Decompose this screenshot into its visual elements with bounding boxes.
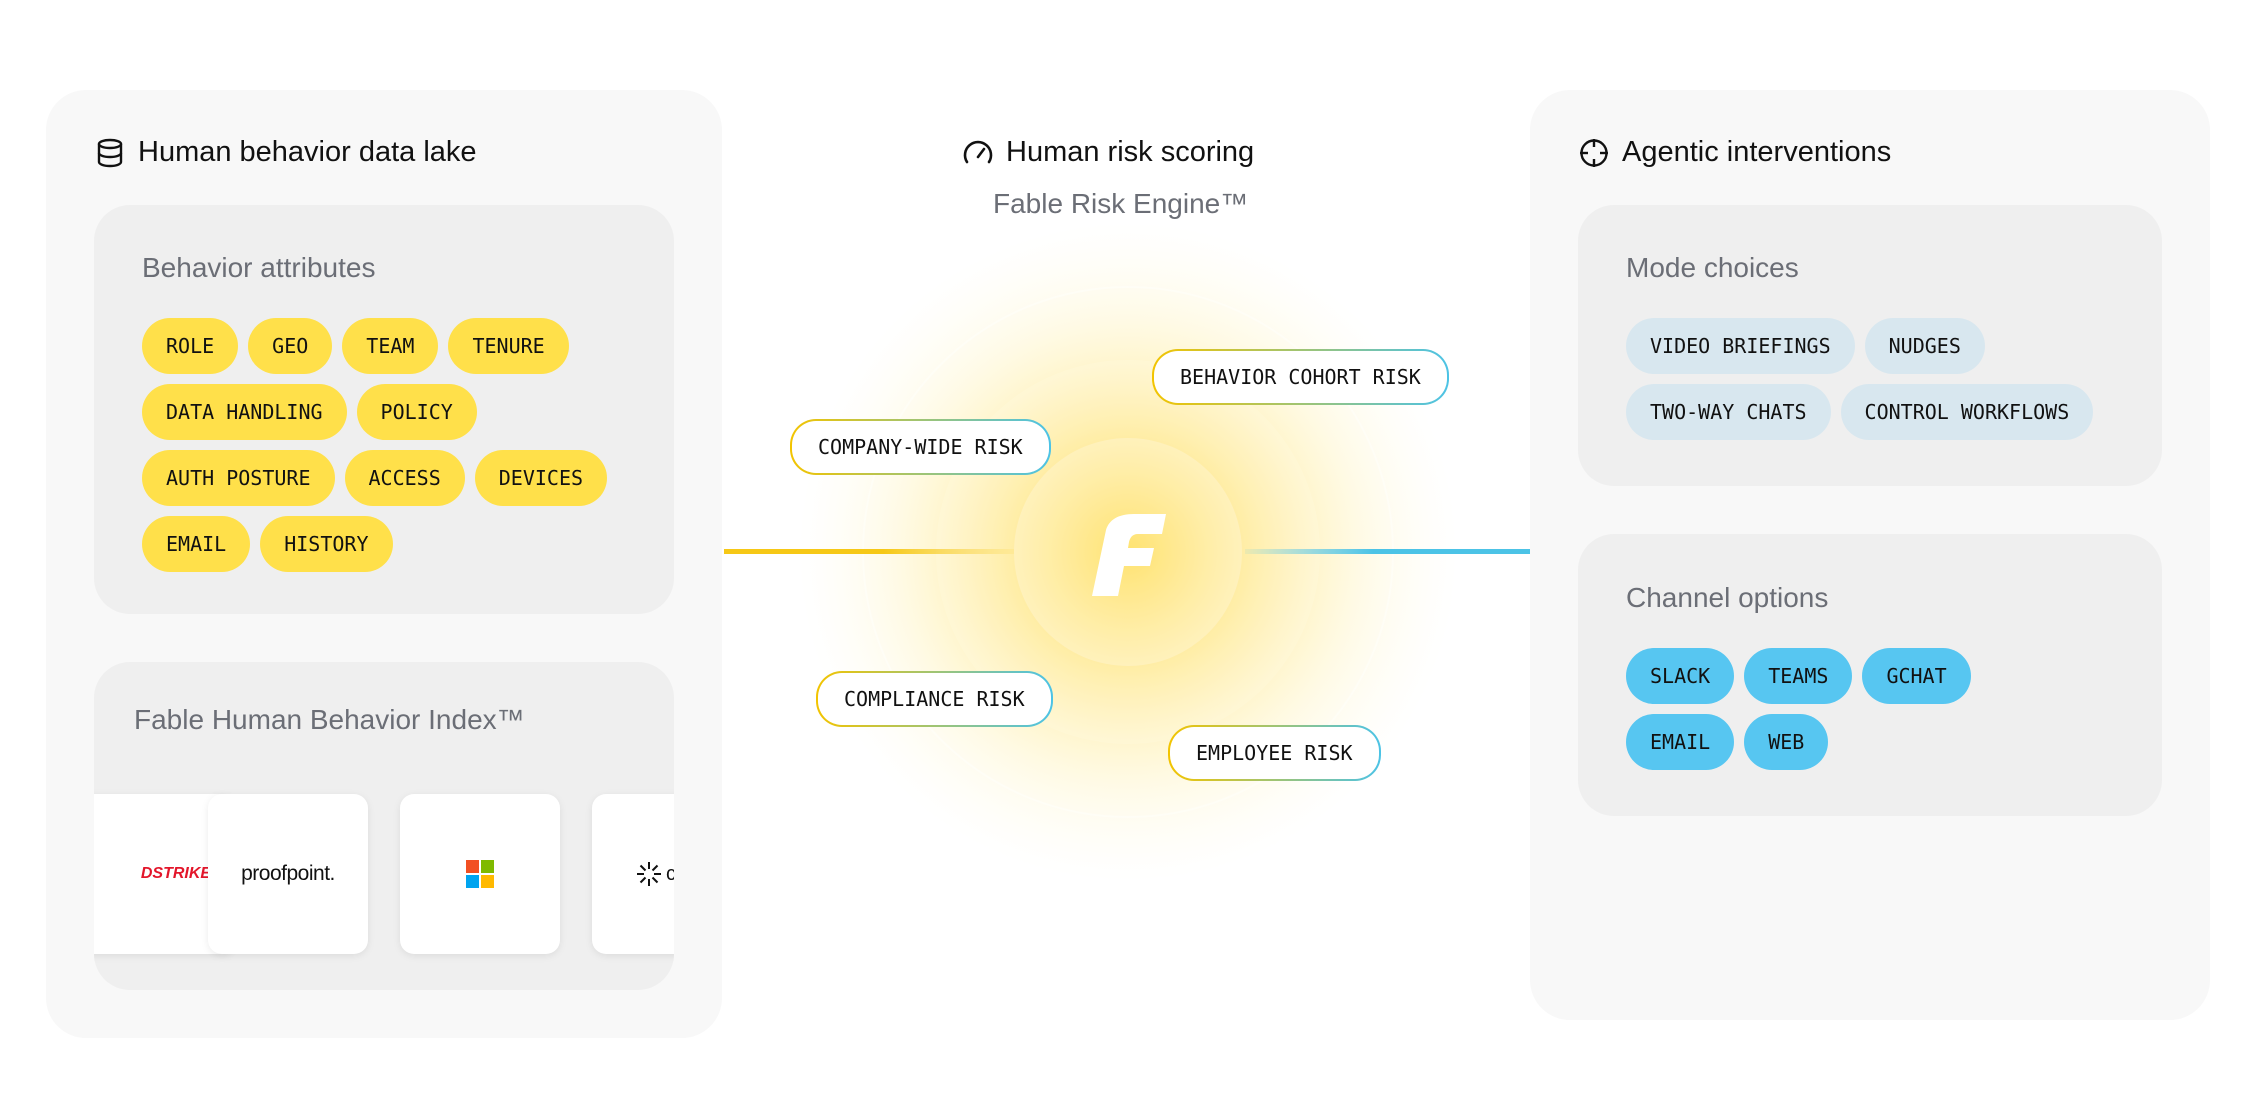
chip-tenure: TENURE (448, 318, 569, 374)
chip-team: TEAM (342, 318, 439, 374)
sunburst-logo-icon (637, 862, 661, 886)
chip-history: HISTORY (260, 516, 393, 572)
chip-two-way-chats: TWO-WAY CHATS (1626, 384, 1831, 440)
chip-slack: SLACK (1626, 648, 1735, 704)
risk-engine-subtitle: Fable Risk Engine™ (993, 188, 1249, 219)
microsoft-logo-icon (466, 860, 494, 888)
risk-scoring-title-text: Human risk scoring (1006, 136, 1255, 168)
chip-auth-posture: AUTH POSTURE (142, 450, 335, 506)
chip-role: ROLE (142, 318, 239, 374)
crowdstrike-logo: DSTRIKE (140, 865, 212, 882)
chip-geo: GEO (248, 318, 333, 374)
risk-behavior-cohort: BEHAVIOR COHORT RISK (1152, 349, 1449, 405)
chip-email-channel: EMAIL (1626, 714, 1735, 770)
chip-web: WEB (1744, 714, 1829, 770)
partner-logo-text: c (666, 862, 674, 885)
chip-policy: POLICY (356, 384, 477, 440)
chip-teams: TEAMS (1744, 648, 1853, 704)
risk-company-wide: COMPANY-WIDE RISK (790, 419, 1051, 475)
interventions-title-text: Agentic interventions (1622, 136, 1892, 168)
behavior-attributes-title: Behavior attributes (142, 252, 376, 283)
risk-employee: EMPLOYEE RISK (1168, 725, 1381, 781)
gauge-icon (963, 140, 993, 163)
channel-options-title: Channel options (1626, 582, 1829, 613)
channel-chip-list: SLACK TEAMS GCHAT EMAIL WEB (1626, 648, 2026, 770)
proofpoint-logo-tile: proofpoint. (208, 794, 368, 954)
behavior-chip-list: ROLE GEO TEAM TENURE DATA HANDLING POLIC… (142, 318, 642, 572)
mode-choices-title: Mode choices (1626, 252, 1799, 283)
risk-scoring-title: Human risk scoring (962, 136, 1254, 169)
database-icon (97, 138, 123, 167)
chip-video-briefings: VIDEO BRIEFINGS (1626, 318, 1855, 374)
chip-email: EMAIL (142, 516, 251, 572)
crosshair-icon (1580, 138, 1608, 167)
partner-logo-tile: c (592, 794, 674, 954)
behavior-index-title: Fable Human Behavior Index™ (134, 704, 525, 735)
risk-compliance: COMPLIANCE RISK (816, 671, 1053, 727)
chip-gchat: GCHAT (1862, 648, 1971, 704)
proofpoint-logo: proofpoint. (241, 862, 335, 885)
logo-strip: DSTRIKE proofpoint. c (94, 780, 674, 970)
chip-devices: DEVICES (474, 450, 608, 506)
interventions-title: Agentic interventions (1578, 136, 1891, 169)
fable-logo-icon (1092, 514, 1166, 596)
microsoft-logo-tile (400, 794, 560, 954)
data-lake-title-text: Human behavior data lake (138, 136, 477, 168)
chip-nudges: NUDGES (1864, 318, 1985, 374)
mode-chip-list: VIDEO BRIEFINGS NUDGES TWO-WAY CHATS CON… (1626, 318, 2146, 440)
chip-data-handling: DATA HANDLING (142, 384, 347, 440)
chip-access: ACCESS (344, 450, 465, 506)
data-lake-title: Human behavior data lake (94, 136, 477, 169)
chip-control-workflows: CONTROL WORKFLOWS (1840, 384, 2094, 440)
